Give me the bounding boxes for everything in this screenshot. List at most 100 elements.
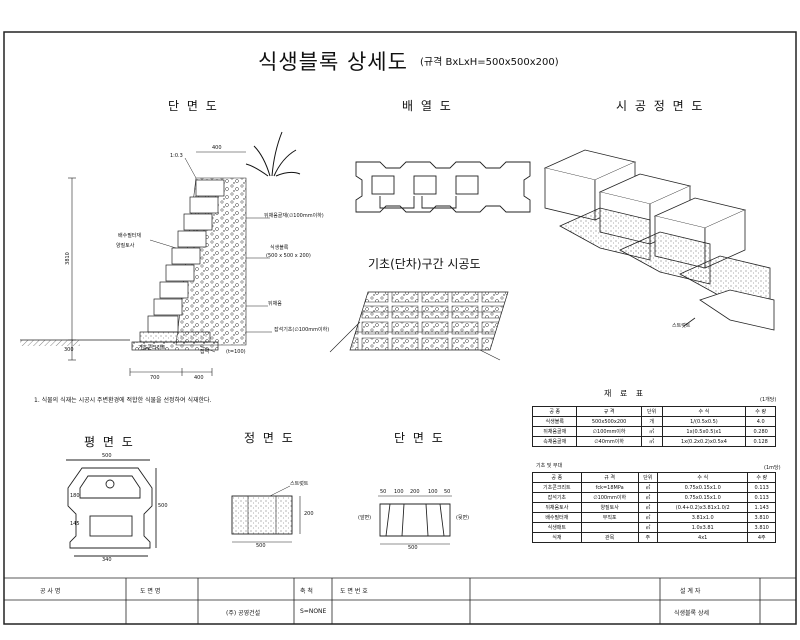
bottom-note: (t=100) (226, 349, 246, 355)
front-view-drawing (231, 485, 301, 543)
plan-view-title: 평 면 도 (84, 435, 135, 449)
table-cell: 식생매트 (532, 522, 582, 533)
drawing-title: 식생블록 상세도 (258, 50, 408, 74)
construction-note: 1. 식물의 식재는 시공시 주변환경에 적합한 식물을 선정하여 식재한다. (34, 397, 212, 404)
table-header: 수 량 (747, 472, 776, 483)
embed-dim: 300 (64, 347, 74, 353)
table-cell: 부직포 (580, 512, 639, 523)
table-row: 속채움골재 ∅40mm이하 ㎥ 1x(0.2x0.2)x0.5x4 0.128 (531, 436, 776, 447)
cross-back-label: (뒷면) (456, 515, 470, 521)
table-cell: 잡석기초 (532, 492, 582, 503)
table-cell: 4x1 (657, 532, 749, 543)
table-cell: 개 (640, 416, 663, 427)
unit-table-unit: (1m당) (764, 465, 781, 471)
table-row: 식재 관목 주 4x1 4주 (532, 532, 776, 543)
front-dim-height: 200 (304, 511, 314, 517)
block-label: 식생블록 (270, 245, 289, 251)
table-cell: 500x500x200 (576, 416, 642, 427)
table-cell: 4주 (747, 532, 776, 543)
sheet-border (3, 31, 797, 625)
table-cell: 1/(0.5x0.5) (661, 416, 747, 427)
table-cell: 1.0x3.81 (657, 522, 749, 533)
table-cell: ㎥ (640, 426, 663, 437)
dim-top: 400 (212, 145, 222, 151)
table-header: 공 종 (531, 406, 578, 417)
table-cell: 식재 (532, 532, 582, 543)
plan-dim-bottom: 340 (102, 557, 112, 563)
table-cell: 배수필터재 (532, 512, 582, 523)
rubble-label: 잡석 (200, 349, 210, 355)
title-block-lines (4, 577, 796, 624)
table-cell: 4.0 (745, 416, 776, 427)
plan-view-drawing (66, 459, 157, 557)
cross-section-title: 단 면 도 (394, 431, 445, 445)
table-cell: 1x(0.2x0.2)x0.5x4 (661, 436, 747, 447)
table-cell: 관목 (580, 532, 639, 543)
plant-icon (245, 131, 301, 177)
table-cell: 1.143 (747, 502, 776, 513)
table-row: 배수필터재 부직포 ㎡ 3.81x1.0 3.810 (532, 512, 776, 523)
cross-section-drawing (378, 495, 452, 545)
title-block-company: (주) 공영건설 (226, 610, 261, 617)
front-view-title: 정 면 도 (244, 431, 295, 445)
table-row: 공 종 규 격 단위 수 식 수 량 (532, 472, 776, 483)
bottom-dim-2: 400 (194, 375, 204, 381)
title-block-scale: S=NONE (300, 608, 327, 615)
unit-table: 공 종 규 격 단위 수 식 수 량 기초콘크리트 fck=18MPa ㎥ 0.… (532, 472, 776, 543)
table-cell: fck=18MPa (580, 482, 639, 493)
table-row: 기초콘크리트 fck=18MPa ㎥ 0.75x0.15x1.0 0.113 (532, 482, 776, 493)
backfill-label: 양질토사 (116, 243, 135, 249)
table-cell: 뒤채움토사 (532, 502, 582, 513)
layout-view-title: 배 열 도 (402, 99, 453, 113)
cross-front-label: (앞면) (358, 515, 372, 521)
table-header: 규 격 (576, 406, 642, 417)
table-cell: 0.113 (747, 492, 776, 503)
construction-front-drawing (543, 149, 775, 331)
cross-seg-2: 200 (410, 489, 420, 495)
materials-table-unit: (1개당) (760, 397, 777, 403)
table-cell: ㎥ (640, 436, 663, 447)
table-cell: ㎥ (637, 502, 659, 513)
title-block-sheet-name: 식생블록 상세 (674, 610, 710, 617)
table-row: 공 종 규 격 단위 수 식 수 량 (531, 406, 776, 417)
materials-table-title: 재 료 표 (604, 389, 647, 398)
title-block-number-label: 도 면 번 호 (340, 588, 368, 595)
table-cell: 3.810 (747, 512, 776, 523)
section-view-title: 단 면 도 (168, 99, 219, 113)
title-block-scale-label: 축 척 (300, 588, 313, 595)
layout-view-drawing (355, 161, 531, 213)
table-header: 규 격 (580, 472, 639, 483)
table-cell: 1x(0.5x0.5)x1 (661, 426, 747, 437)
table-cell: 식생블록 (531, 416, 578, 427)
plan-dim-side: 500 (158, 503, 168, 509)
aggregate-label: 뒤채움골재(∅100mm이하) (264, 213, 324, 219)
table-header: 수 량 (745, 406, 776, 417)
table-row: 뒤채움골재 ∅100mm이하 ㎥ 1x(0.5x0.5)x1 0.280 (531, 426, 776, 437)
table-cell: ㎥ (637, 492, 659, 503)
table-cell: 뒤채움골재 (531, 426, 578, 437)
front-strut-label: 스트럿트 (290, 481, 309, 487)
table-row: 식생블록 500x500x200 개 1/(0.5x0.5) 4.0 (531, 416, 776, 427)
base-label: 기초콘크리트 (138, 345, 166, 351)
table-row: 뒤채움토사 양질토사 ㎥ (0.4+0.2)x3.81x1.0/2 1.143 (532, 502, 776, 513)
table-cell (580, 522, 639, 533)
section-view-drawing (20, 131, 301, 376)
title-block-designer-label: 설 계 자 (680, 588, 701, 595)
table-cell: 주 (637, 532, 659, 543)
table-cell: 3.81x1.0 (657, 512, 749, 523)
height-dim: 3810 (64, 252, 71, 265)
title-block-drawing-label: 도 면 명 (140, 588, 161, 595)
table-header: 단위 (640, 406, 663, 417)
filter-label: 배수필터재 (118, 233, 142, 239)
table-cell: ∅100mm이하 (580, 492, 639, 503)
table-cell: 0.280 (745, 426, 776, 437)
drawing-spec: (규격 BxLxH=500x500x200) (420, 57, 559, 68)
table-cell: 0.113 (747, 482, 776, 493)
table-row: 식생매트 ㎡ 1.0x3.81 3.810 (532, 522, 776, 533)
table-header: 공 종 (532, 472, 582, 483)
strut-label: 스트럿트 (672, 323, 691, 329)
table-cell: ㎡ (637, 512, 659, 523)
cross-seg-0: 50 (380, 489, 387, 495)
